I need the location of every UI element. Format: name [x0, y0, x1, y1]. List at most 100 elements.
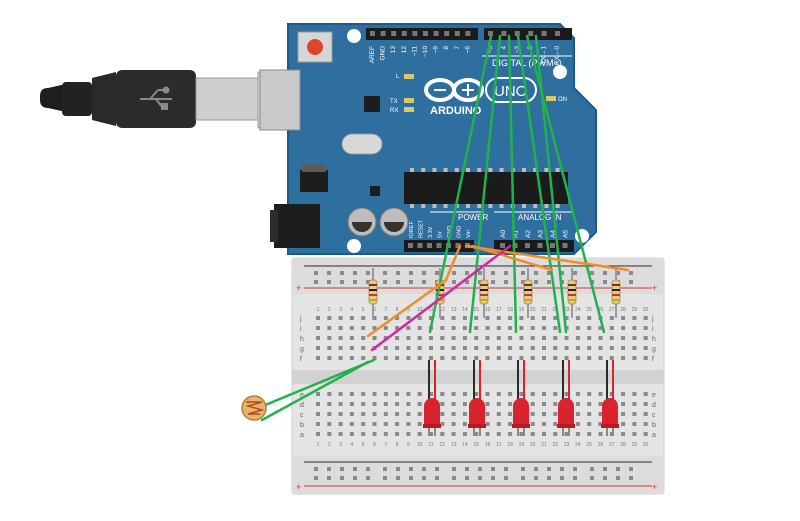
rail-hole[interactable]	[383, 467, 387, 471]
breadboard-hole[interactable]	[632, 402, 637, 406]
breadboard-hole[interactable]	[361, 432, 366, 436]
breadboard-hole[interactable]	[349, 356, 354, 360]
breadboard-hole[interactable]	[474, 346, 479, 350]
breadboard-hole[interactable]	[327, 356, 332, 360]
breadboard-hole[interactable]	[564, 356, 569, 360]
header-pin[interactable]	[417, 243, 423, 248]
breadboard-hole[interactable]	[508, 412, 513, 416]
breadboard-hole[interactable]	[575, 346, 580, 350]
breadboard-hole[interactable]	[519, 356, 524, 360]
breadboard-hole[interactable]	[383, 402, 388, 406]
resistor[interactable]	[611, 268, 621, 318]
breadboard-hole[interactable]	[609, 392, 614, 396]
header-pin[interactable]	[537, 243, 543, 248]
breadboard-hole[interactable]	[519, 432, 524, 436]
breadboard-hole[interactable]	[508, 392, 513, 396]
breadboard-hole[interactable]	[316, 346, 320, 350]
breadboard-hole[interactable]	[621, 432, 626, 436]
breadboard-hole[interactable]	[621, 392, 626, 396]
wire-orange[interactable]	[464, 244, 630, 272]
rail-hole[interactable]	[435, 271, 439, 275]
breadboard-hole[interactable]	[338, 336, 343, 340]
rail-hole[interactable]	[491, 476, 495, 480]
rail-hole[interactable]	[560, 271, 564, 275]
header-pin[interactable]	[436, 243, 442, 248]
breadboard-hole[interactable]	[383, 316, 388, 320]
breadboard-hole[interactable]	[474, 432, 479, 436]
rail-hole[interactable]	[353, 467, 357, 471]
breadboard-hole[interactable]	[632, 356, 637, 360]
rail-hole[interactable]	[521, 476, 525, 480]
breadboard-hole[interactable]	[429, 356, 433, 360]
breadboard-hole[interactable]	[338, 432, 343, 436]
resistor[interactable]	[479, 268, 489, 318]
breadboard-hole[interactable]	[621, 316, 626, 320]
breadboard-hole[interactable]	[609, 316, 614, 320]
header-pin[interactable]	[408, 243, 413, 248]
breadboard-hole[interactable]	[598, 412, 603, 416]
breadboard-hole[interactable]	[587, 356, 592, 360]
breadboard-hole[interactable]	[462, 392, 467, 396]
breadboard-hole[interactable]	[316, 392, 320, 396]
breadboard-hole[interactable]	[462, 316, 467, 320]
breadboard-hole[interactable]	[451, 356, 456, 360]
header-pin[interactable]	[555, 31, 560, 36]
breadboard-hole[interactable]	[462, 422, 467, 426]
rail-hole[interactable]	[521, 280, 525, 284]
resistor[interactable]	[567, 268, 577, 318]
breadboard-hole[interactable]	[316, 432, 320, 436]
breadboard-hole[interactable]	[361, 422, 366, 426]
breadboard-hole[interactable]	[485, 402, 490, 406]
rail-hole[interactable]	[366, 280, 370, 284]
breadboard-hole[interactable]	[372, 412, 377, 416]
rail-hole[interactable]	[353, 476, 357, 480]
rail-hole[interactable]	[383, 476, 387, 480]
breadboard-hole[interactable]	[598, 402, 603, 406]
breadboard-hole[interactable]	[530, 316, 535, 320]
breadboard-hole[interactable]	[496, 316, 501, 320]
breadboard-hole[interactable]	[406, 432, 411, 436]
breadboard-hole[interactable]	[575, 392, 580, 396]
breadboard-hole[interactable]	[632, 432, 637, 436]
rail-hole[interactable]	[327, 280, 331, 284]
breadboard-hole[interactable]	[598, 392, 603, 396]
photoresistor-icon[interactable]	[241, 395, 267, 421]
rail-hole[interactable]	[603, 476, 607, 480]
breadboard-hole[interactable]	[598, 422, 603, 426]
breadboard-hole[interactable]	[395, 422, 400, 426]
breadboard-hole[interactable]	[530, 392, 535, 396]
breadboard-hole[interactable]	[508, 326, 513, 330]
rail-hole[interactable]	[547, 476, 551, 480]
breadboard-hole[interactable]	[316, 422, 320, 426]
header-pin[interactable]	[525, 243, 530, 248]
breadboard-hole[interactable]	[316, 326, 320, 330]
header-pin[interactable]	[514, 31, 520, 36]
header-pin[interactable]	[454, 31, 460, 36]
rail-hole[interactable]	[547, 280, 551, 284]
breadboard-hole[interactable]	[361, 346, 366, 350]
breadboard-hole[interactable]	[316, 402, 320, 406]
breadboard-hole[interactable]	[519, 326, 524, 330]
breadboard-hole[interactable]	[327, 392, 332, 396]
breadboard-hole[interactable]	[474, 326, 479, 330]
breadboard-hole[interactable]	[643, 432, 648, 436]
breadboard-hole[interactable]	[496, 356, 501, 360]
breadboard-hole[interactable]	[542, 326, 546, 330]
breadboard-hole[interactable]	[338, 356, 343, 360]
rail-hole[interactable]	[435, 467, 439, 471]
breadboard-hole[interactable]	[598, 326, 603, 330]
rail-hole[interactable]	[422, 271, 426, 275]
rail-hole[interactable]	[340, 476, 344, 480]
breadboard-hole[interactable]	[643, 316, 648, 320]
breadboard-hole[interactable]	[361, 392, 366, 396]
breadboard-hole[interactable]	[327, 316, 332, 320]
breadboard-hole[interactable]	[451, 412, 456, 416]
breadboard-hole[interactable]	[530, 432, 535, 436]
breadboard-hole[interactable]	[632, 412, 637, 416]
breadboard-hole[interactable]	[530, 346, 535, 350]
wire-magenta[interactable]	[370, 244, 512, 352]
breadboard-hole[interactable]	[508, 346, 513, 350]
breadboard-hole[interactable]	[349, 432, 354, 436]
breadboard-hole[interactable]	[632, 392, 637, 396]
rail-hole[interactable]	[504, 271, 508, 275]
